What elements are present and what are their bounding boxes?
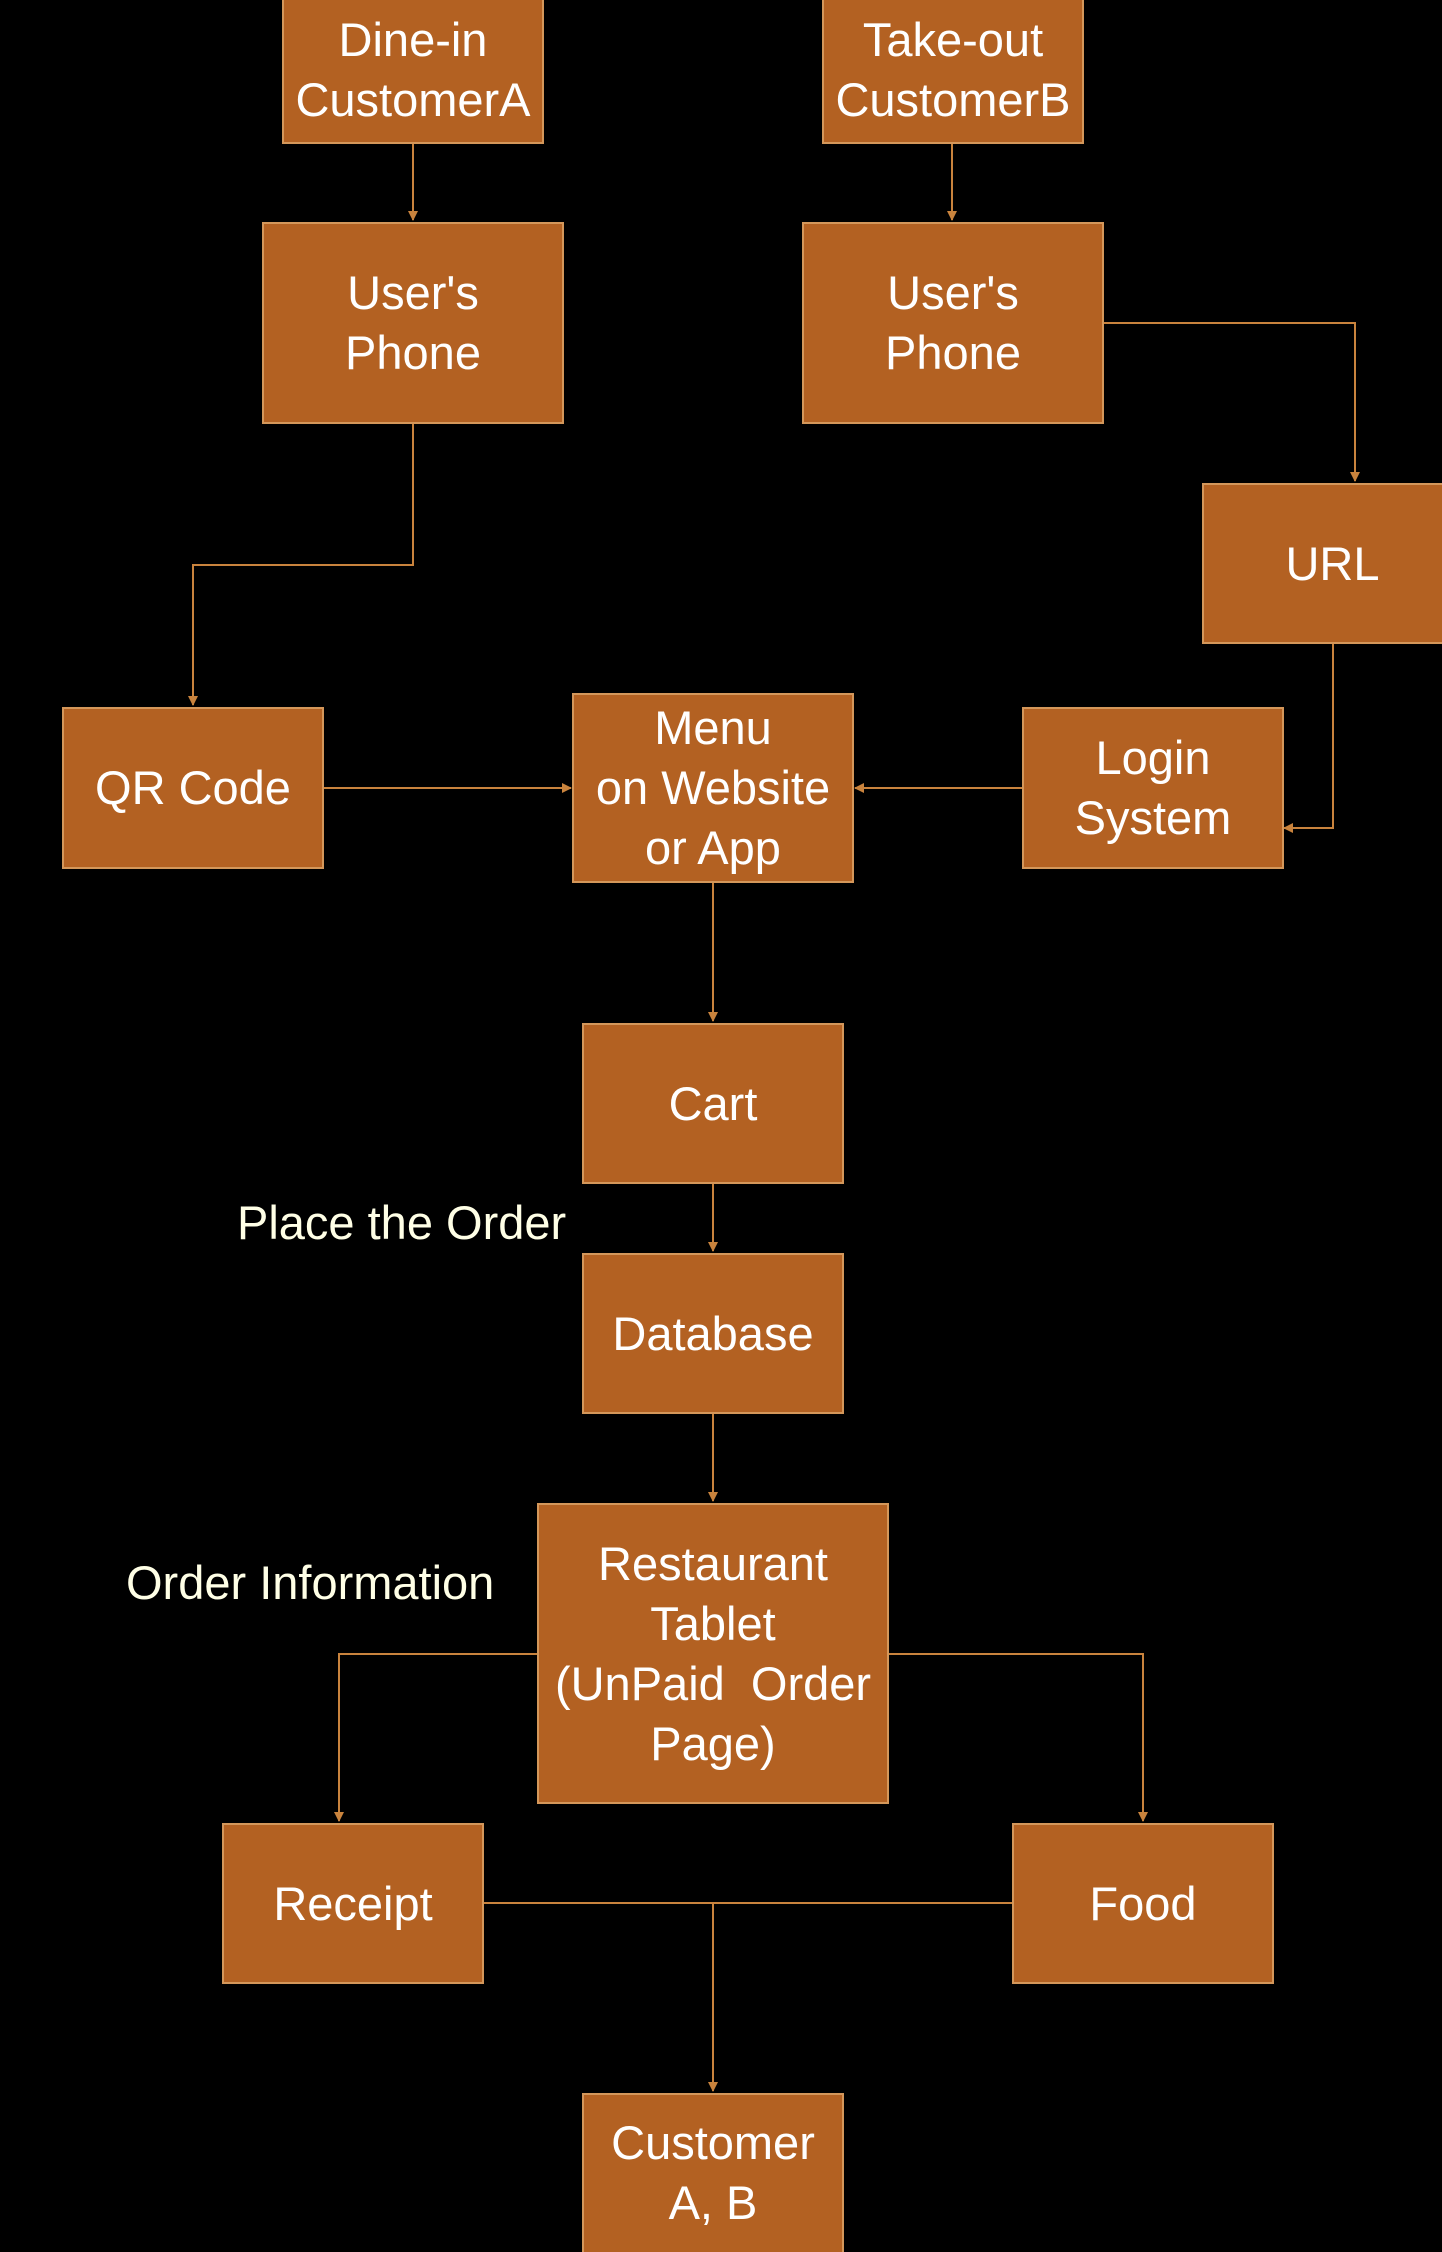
place-the-order-label: Place the Order [237, 1196, 567, 1249]
node-label-line: Cart [668, 1076, 758, 1130]
node-label-line: QR Code [95, 761, 291, 814]
node-label-line: A, B [668, 2176, 758, 2229]
customer-ab-node[interactable]: Customer A, B [583, 2094, 843, 2252]
restaurant-tablet-box [537, 1503, 889, 1804]
login-system-box [1022, 707, 1284, 869]
node-label-line: CustomerA [295, 72, 531, 126]
edge-tablet-to-food [889, 1653, 1148, 1822]
users-phone-a-box [262, 222, 564, 424]
node-label-line: Login [1095, 731, 1211, 784]
restaurant-tablet-node[interactable]: Restaurant Tablet (UnPaid Order Page) [538, 1504, 888, 1803]
qr-code-box [62, 707, 324, 869]
node-label-line: Page) [650, 1716, 776, 1770]
node-label-line: System [1074, 791, 1232, 844]
food-node[interactable]: Food [1013, 1824, 1273, 1983]
receipt-node[interactable]: Receipt [223, 1824, 483, 1983]
menu-box [572, 693, 854, 883]
node-label-line: Dine-in [338, 12, 488, 66]
node-label-line: Phone [345, 326, 481, 379]
node-label-line: CustomerB [835, 72, 1071, 126]
node-label-line: or App [645, 821, 781, 874]
dinein-customer-node[interactable]: Dine-in CustomerA [283, 0, 543, 143]
url-node[interactable]: URL [1203, 484, 1442, 643]
node-label-line: Food [1089, 1876, 1197, 1930]
node-label-line: (UnPaid Order [554, 1656, 872, 1710]
cart-node[interactable]: Cart [583, 1024, 843, 1183]
receipt-box [222, 1823, 484, 1984]
database-node[interactable]: Database [583, 1254, 843, 1413]
users-phone-a-node[interactable]: User's Phone [263, 223, 563, 423]
node-label-line: URL [1285, 536, 1380, 590]
node-label-line: Menu [654, 701, 772, 754]
food-box [1012, 1823, 1274, 1984]
takeout-customer-box [822, 0, 1084, 144]
login-system-node[interactable]: Login System [1023, 708, 1283, 868]
node-label-line: on Website [595, 761, 831, 814]
edge-phone-a-to-qr [188, 423, 414, 706]
node-label-line: Restaurant [598, 1536, 828, 1590]
node-label-line: Take-out [862, 12, 1044, 66]
node-label-line: Tablet [650, 1596, 776, 1650]
users-phone-b-node[interactable]: User's Phone [803, 223, 1103, 423]
takeout-customer-node[interactable]: Take-out CustomerB [823, 0, 1083, 143]
node-label-line: Receipt [273, 1876, 433, 1930]
node-label-line: Database [612, 1306, 814, 1360]
node-label-line: Customer [611, 2116, 815, 2169]
url-box [1202, 483, 1442, 644]
edge-url-to-login [1283, 643, 1334, 833]
users-phone-b-box [802, 222, 1104, 424]
menu-node[interactable]: Menu on Website or App [573, 694, 853, 882]
database-box [582, 1253, 844, 1414]
edge-tablet-to-receipt [334, 1653, 537, 1822]
node-label-line: Phone [885, 326, 1021, 379]
dinein-customer-box [282, 0, 544, 144]
order-information-label: Order Information [126, 1556, 495, 1609]
cart-box [582, 1023, 844, 1184]
customer-ab-box [582, 2093, 844, 2252]
node-label-line: User's [887, 266, 1019, 319]
edge-phone-b-to-url [1103, 322, 1360, 482]
node-label-line: User's [347, 266, 479, 319]
qr-code-node[interactable]: QR Code [63, 708, 323, 868]
